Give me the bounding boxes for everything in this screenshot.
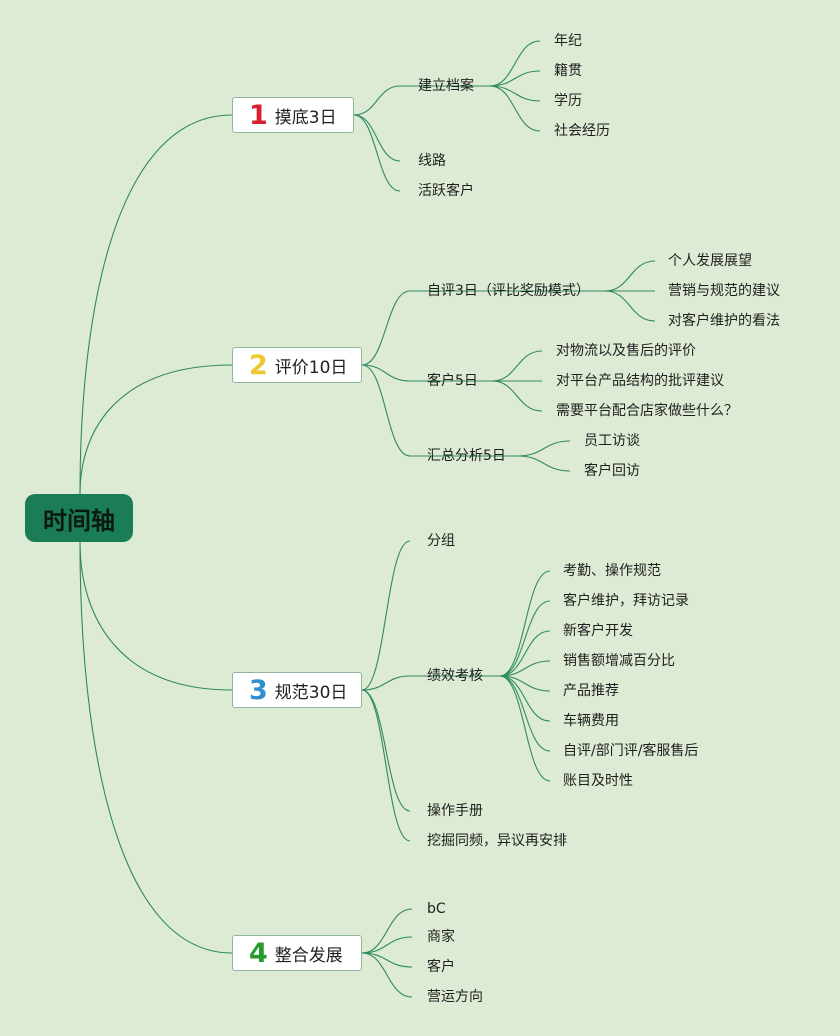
b3-connector-b [361, 675, 411, 691]
b3b-sub-connector-0 [499, 570, 551, 677]
root-connector-4 [79, 541, 233, 954]
b3b-sub-connector-6 [499, 675, 551, 752]
b3b-sub-connector-2 [499, 630, 551, 677]
subtopic-chanpin-jianyi[interactable]: 对平台产品结构的批评建议 [556, 373, 724, 389]
b2b-sub-connector-0 [491, 350, 543, 382]
branch-label-4: 整合发展 [274, 945, 343, 966]
branch-number-1: 1 [249, 99, 268, 131]
subtopic-yingxiao-jianyi[interactable]: 营销与规范的建议 [668, 283, 780, 299]
b1a-sub-connector-1 [489, 70, 541, 87]
subtopic-wuliu-pingjia[interactable]: 对物流以及售后的评价 [556, 343, 696, 359]
subtopic-kehu-weihu[interactable]: 客户维护，拜访记录 [563, 593, 689, 609]
branch-node-3[interactable]: 3 规范30日 [232, 672, 362, 708]
topic-wajue-tongpin[interactable]: 挖掘同频，异议再安排 [427, 833, 567, 849]
subtopic-chanpin-tuijian[interactable]: 产品推荐 [563, 683, 619, 699]
subtopic-pingtai-peihe[interactable]: 需要平台配合店家做些什么？ [556, 403, 738, 419]
b2-connector-c [361, 364, 411, 457]
topic-bc[interactable]: bC [427, 901, 446, 917]
branch-label-2: 评价10日 [274, 357, 348, 378]
topic-kehu-5ri[interactable]: 客户5日 [427, 373, 478, 389]
topic-huoyue-kehu[interactable]: 活跃客户 [418, 183, 474, 199]
topic-huizong-fenxi[interactable]: 汇总分析5日 [427, 448, 506, 464]
b1-connector-b [353, 114, 401, 162]
subtopic-cheliang-feiyong[interactable]: 车辆费用 [563, 713, 619, 729]
branch-label-1: 摸底3日 [274, 107, 337, 128]
b2-connector-b [361, 364, 411, 382]
subtopic-xueli[interactable]: 学历 [554, 93, 582, 109]
b2b-sub-connector-2 [491, 380, 543, 412]
b3b-sub-connector-5 [499, 675, 551, 722]
b3-connector-a [361, 540, 411, 691]
subtopic-kaoqin[interactable]: 考勤、操作规范 [563, 563, 661, 579]
topic-jixiao-kaohe[interactable]: 绩效考核 [427, 668, 483, 684]
b3-connector-d [361, 689, 411, 842]
topic-shangjia[interactable]: 商家 [427, 929, 455, 945]
subtopic-geren-fazhan[interactable]: 个人发展展望 [668, 253, 752, 269]
b1a-sub-connector-0 [489, 40, 541, 87]
topic-ziping[interactable]: 自评3日（评比奖励模式） [427, 283, 590, 299]
topic-kehu[interactable]: 客户 [427, 959, 455, 975]
subtopic-xiaoshoue[interactable]: 销售额增减百分比 [563, 653, 675, 669]
branch-node-1[interactable]: 1 摸底3日 [232, 97, 354, 133]
b3b-sub-connector-7 [499, 675, 551, 782]
b1-connector-c [353, 114, 401, 192]
branch-number-3: 3 [249, 674, 268, 706]
b3b-sub-connector-1 [499, 600, 551, 677]
b4-connector-0 [361, 908, 413, 954]
subtopic-yuangong-fangtan[interactable]: 员工访谈 [584, 433, 640, 449]
branch-number-2: 2 [249, 349, 268, 381]
b1a-sub-connector-2 [489, 85, 541, 102]
b2c-sub-connector-1 [517, 455, 571, 472]
branch-node-2[interactable]: 2 评价10日 [232, 347, 362, 383]
branch-number-4: 4 [249, 937, 268, 969]
root-connector-2 [79, 364, 233, 495]
branch-node-4[interactable]: 4 整合发展 [232, 935, 362, 971]
b3b-sub-connector-3 [499, 660, 551, 677]
subtopic-ziping-bumen[interactable]: 自评/部门评/客服售后 [563, 743, 699, 759]
b3-connector-c [361, 689, 411, 812]
root-node[interactable]: 时间轴 [25, 494, 133, 542]
topic-caozuo-shouce[interactable]: 操作手册 [427, 803, 483, 819]
branch-label-3: 规范30日 [274, 682, 348, 703]
subtopic-jiguan[interactable]: 籍贯 [554, 63, 582, 79]
subtopic-kehu-huifang[interactable]: 客户回访 [584, 463, 640, 479]
b1a-sub-connector-3 [489, 85, 541, 132]
topic-xianlu[interactable]: 线路 [418, 153, 446, 169]
b1-connector-a [353, 85, 401, 116]
b2c-sub-connector-0 [517, 440, 571, 457]
b2-connector-a [361, 290, 411, 366]
b4-connector-1 [361, 936, 413, 954]
b4-connector-3 [361, 952, 413, 998]
subtopic-kehu-weihu-kanfa[interactable]: 对客户维护的看法 [668, 313, 780, 329]
topic-yingyun-fangxiang[interactable]: 营运方向 [427, 989, 483, 1005]
root-connector-3 [79, 541, 233, 691]
topic-jianli-dangan[interactable]: 建立档案 [418, 78, 474, 94]
subtopic-zhangmu[interactable]: 账目及时性 [563, 773, 633, 789]
b3b-sub-connector-4 [499, 675, 551, 692]
topic-fenzu[interactable]: 分组 [427, 533, 455, 549]
subtopic-xin-kehu[interactable]: 新客户开发 [563, 623, 633, 639]
subtopic-nianji[interactable]: 年纪 [554, 33, 582, 49]
b2a-sub-connector-2 [604, 290, 656, 322]
b2a-sub-connector-0 [604, 260, 656, 292]
subtopic-shehui-jingli[interactable]: 社会经历 [554, 123, 610, 139]
root-connector-1 [79, 114, 233, 495]
